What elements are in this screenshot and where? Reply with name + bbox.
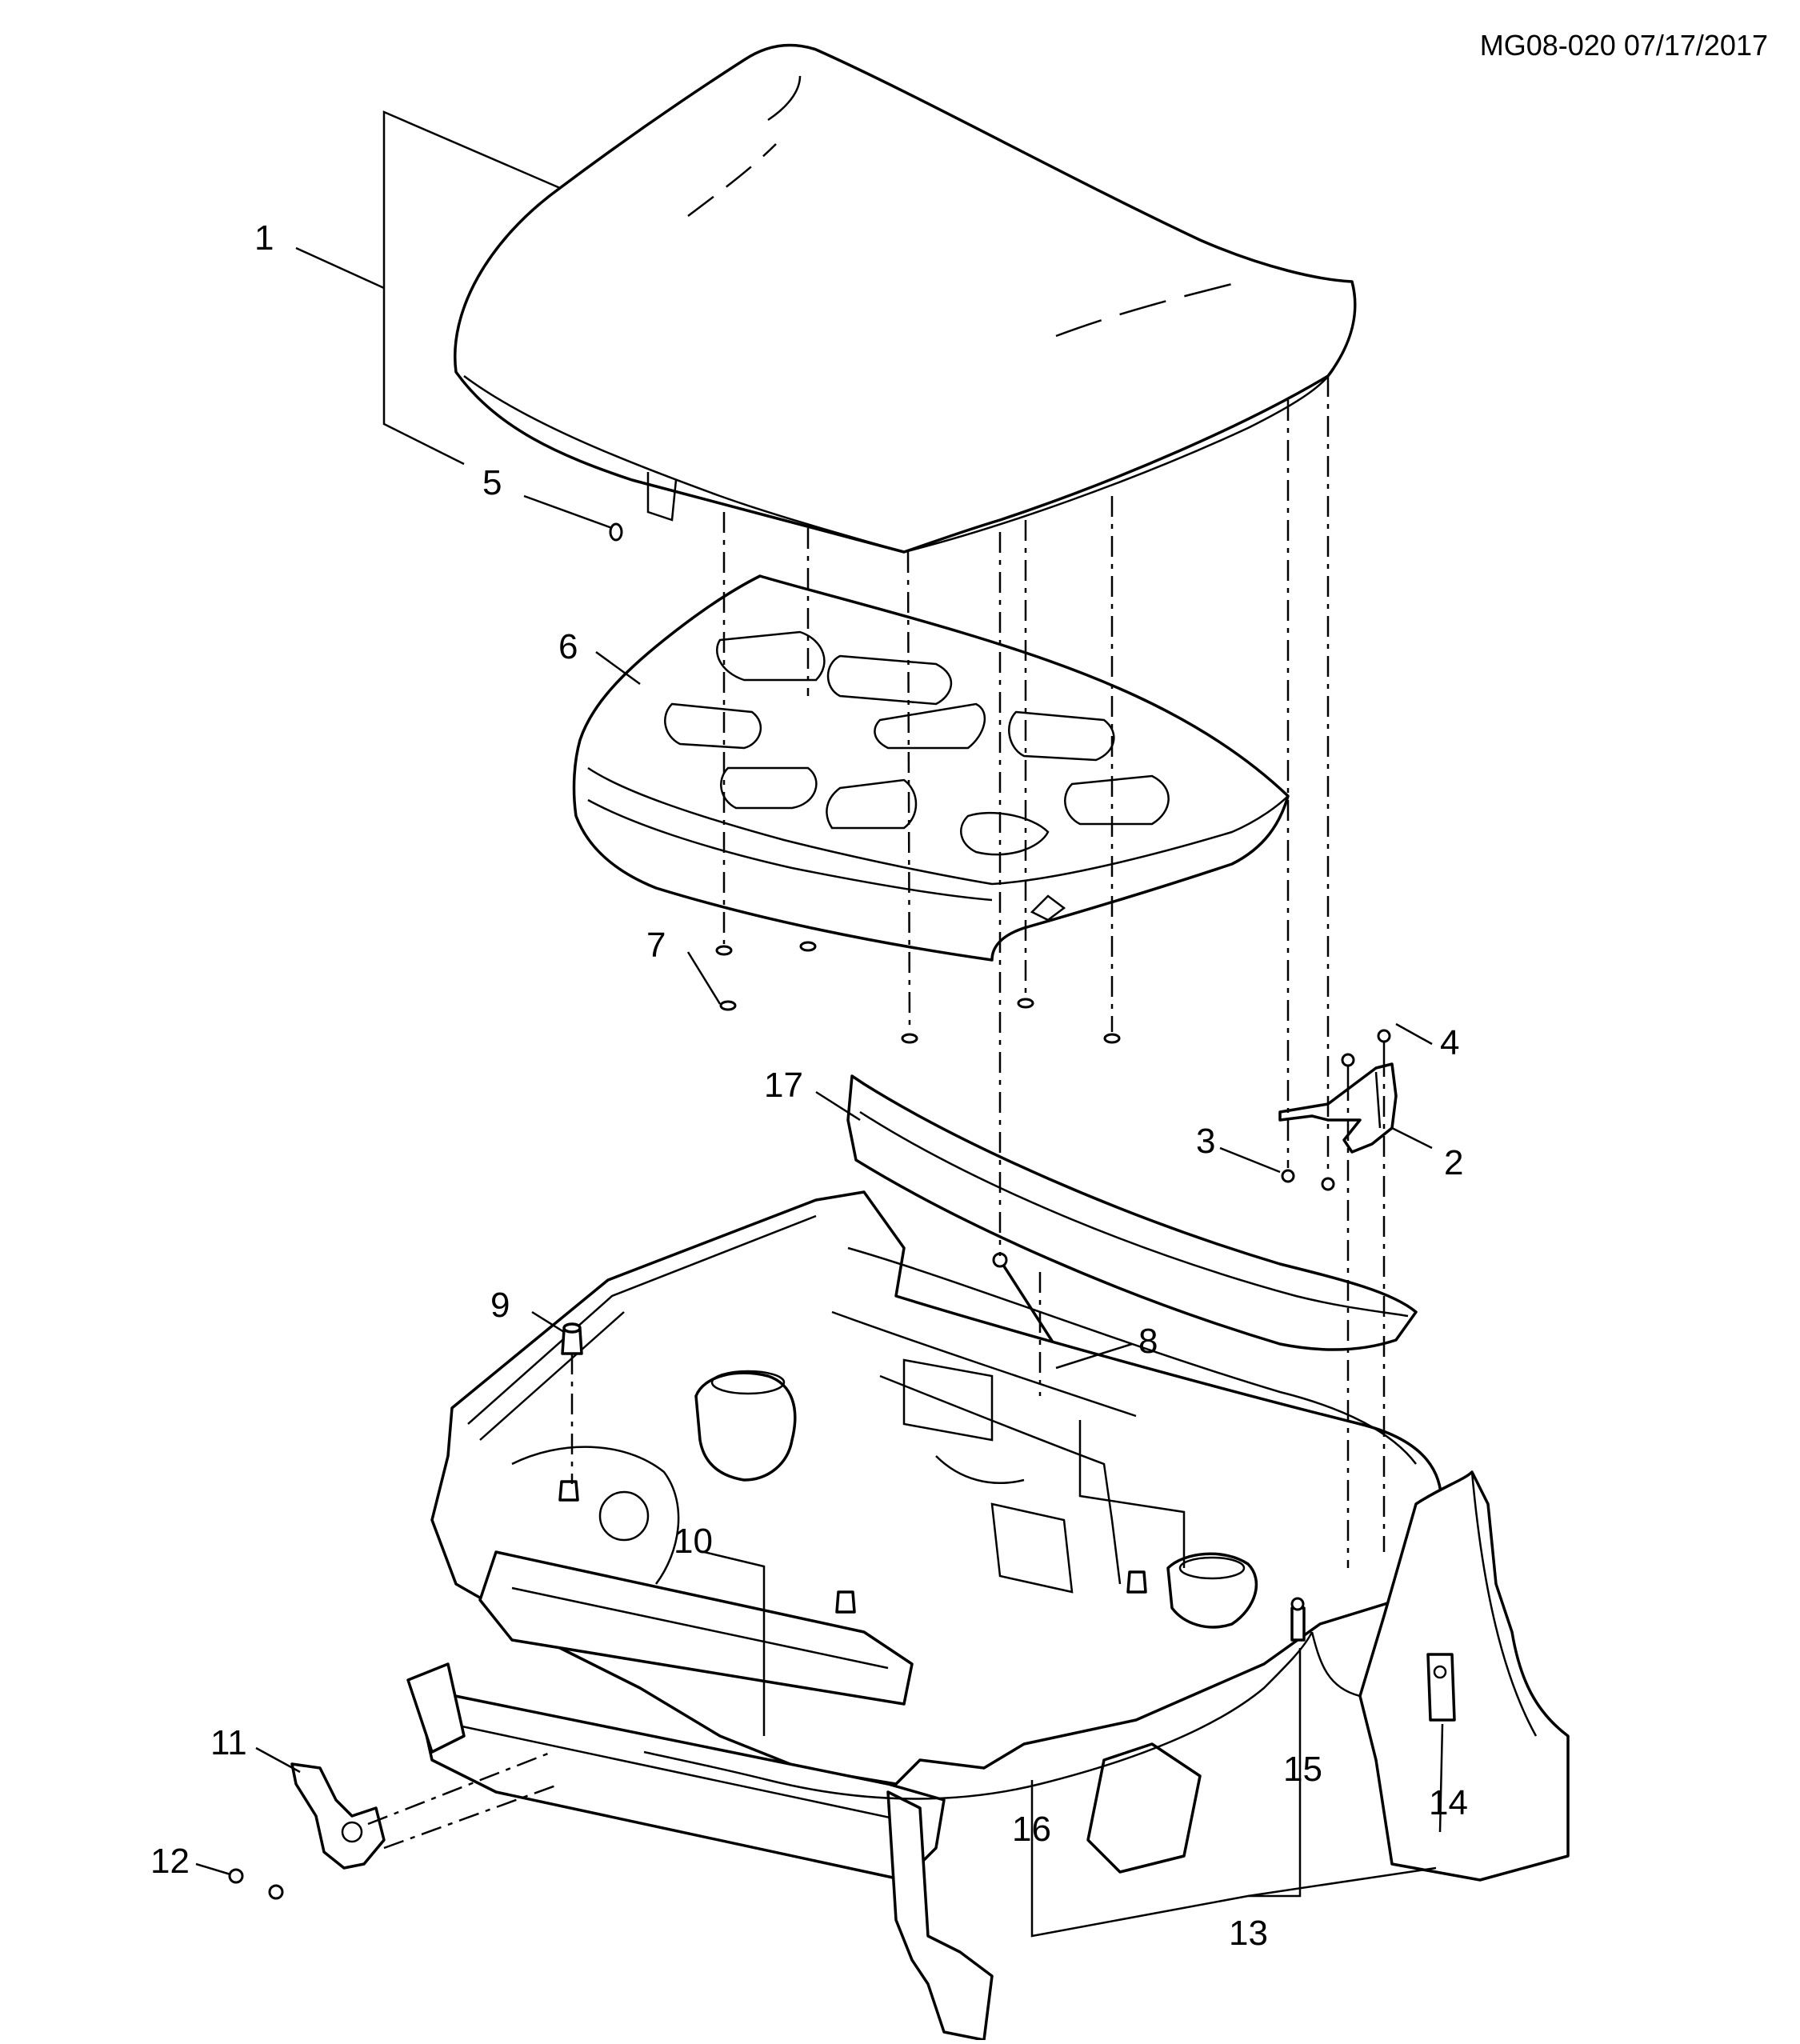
callout-4: 4 [1440,1023,1460,1062]
hood-bumper [561,1322,583,1355]
callout-10: 10 [674,1522,713,1561]
callout-11: 11 [210,1723,247,1762]
callout-7: 7 [646,926,666,965]
hood-hinge [1278,1062,1398,1154]
hood-panel [454,43,1357,554]
cowl-seal [846,1074,1418,1351]
callout-12: 12 [150,1842,190,1881]
callout-2: 2 [1444,1143,1464,1182]
release-handle [1426,1653,1456,1722]
callout-17: 17 [764,1066,803,1105]
callout-9: 9 [490,1286,510,1325]
callout-3: 3 [1196,1122,1216,1161]
callout-1: 1 [254,218,274,258]
hinge-bolt [1341,1029,1391,1080]
leader-lines [195,110,1444,1938]
insulator-retainers [715,941,1121,1044]
callout-6: 6 [558,627,578,666]
document-id: MG08-020 07/17/2017 [1479,29,1768,62]
front-end-structure [406,1190,1570,2042]
hood-bumper-lower [558,1480,1147,1614]
hood-inner-panel [572,574,1290,962]
callout-15: 15 [1283,1750,1322,1789]
callout-13: 13 [1229,1914,1268,1953]
hood-panel-fastener [609,522,623,542]
latch-bolt [228,1868,284,1900]
hood-release-cable [643,1631,1361,1800]
alignment-lines [367,376,1386,1850]
callout-14: 14 [1429,1783,1468,1822]
hood-latch [290,1762,386,1870]
release-cable-grommet [1290,1597,1306,1642]
callout-16: 16 [1012,1810,1051,1849]
callout-5: 5 [482,463,502,502]
callout-8: 8 [1138,1322,1158,1361]
hinge-nut [1281,1169,1335,1191]
